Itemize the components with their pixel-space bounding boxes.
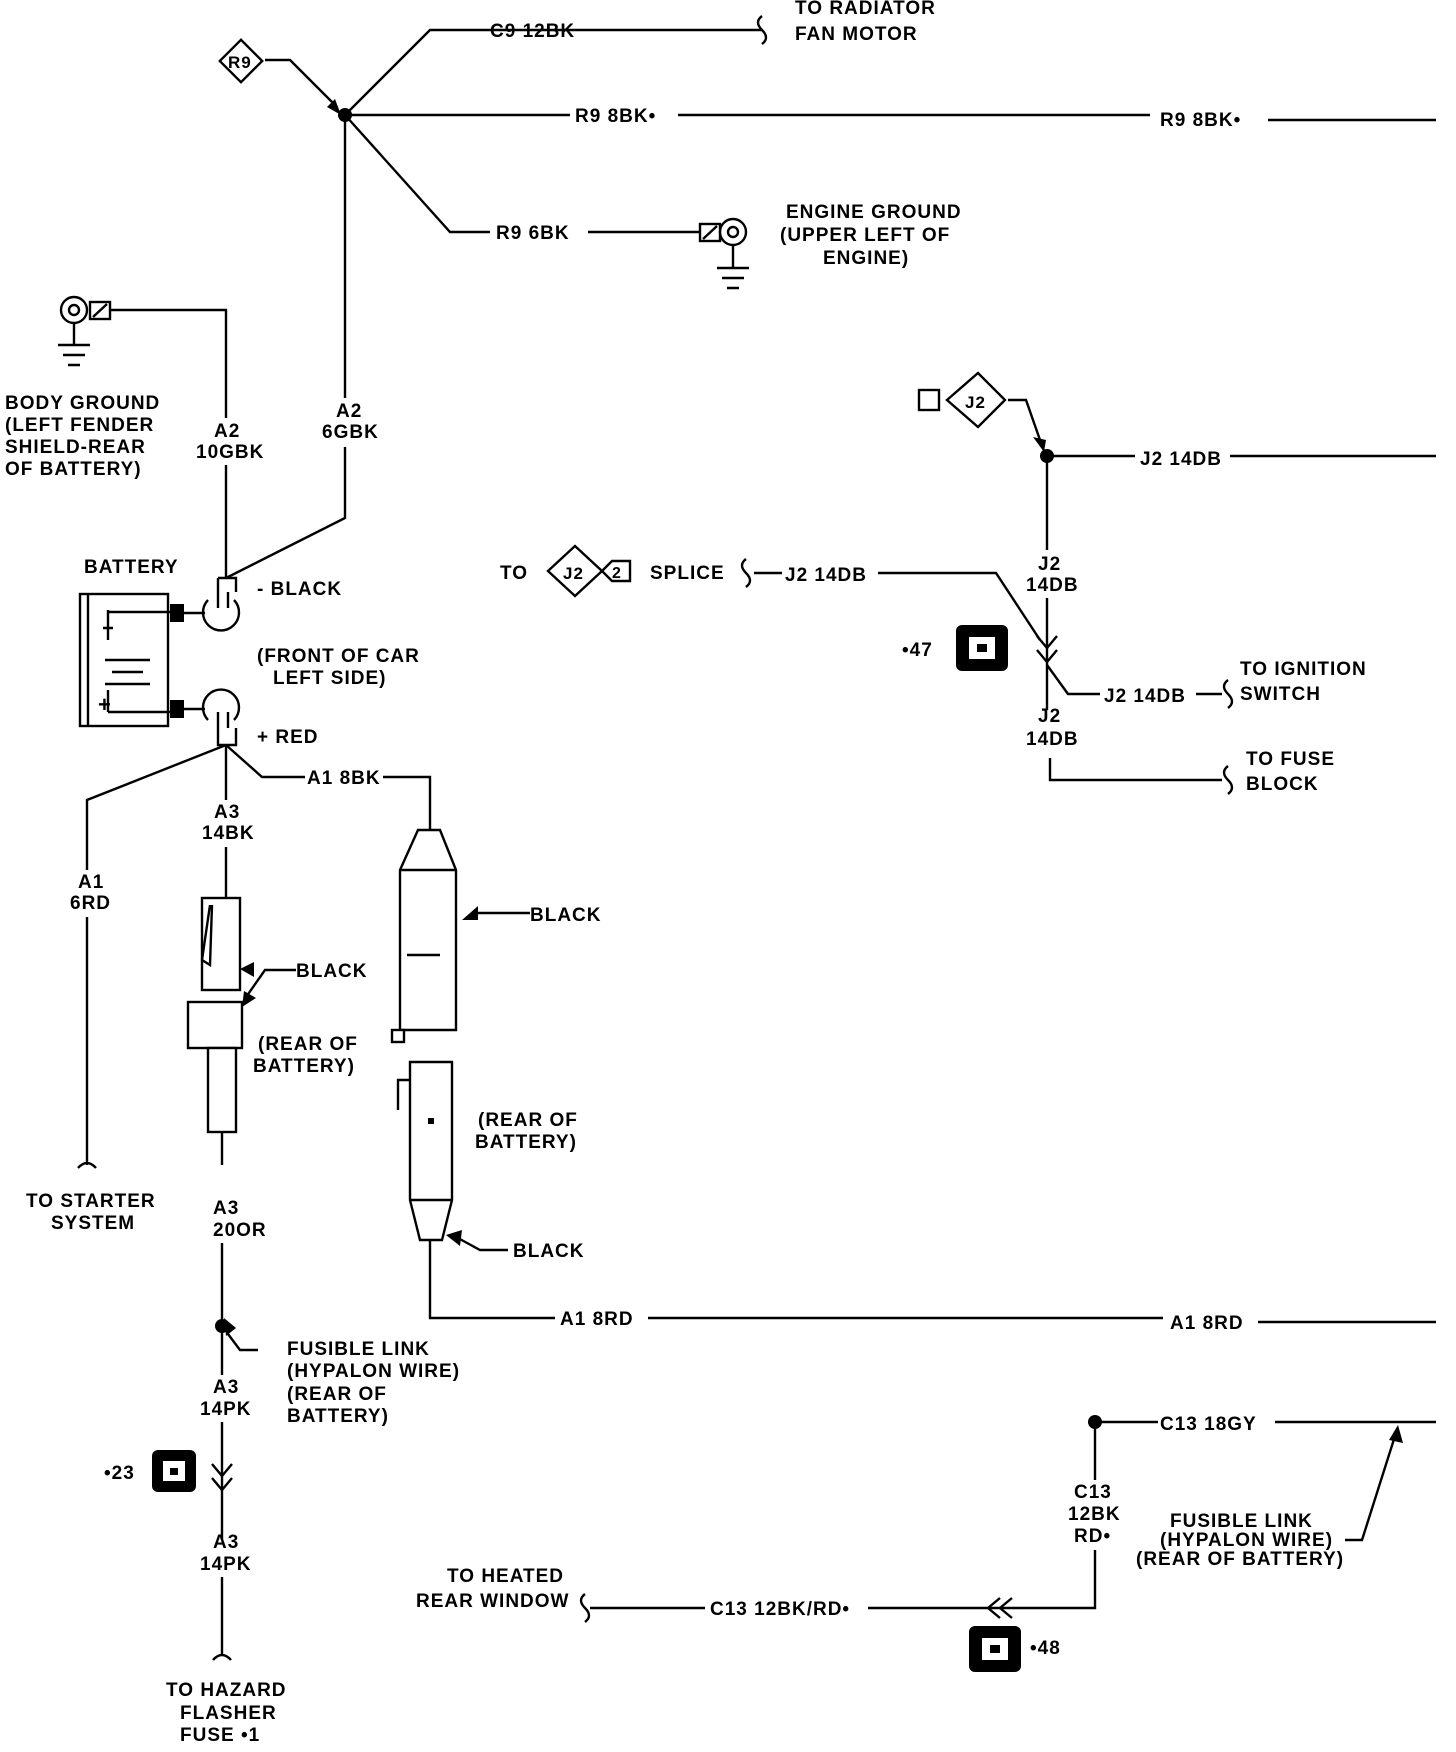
a3-20or-line1: A3 — [213, 1198, 239, 1219]
j2-14db-v2-line2: 14DB — [1026, 729, 1079, 750]
battery-label: BATTERY — [84, 557, 179, 578]
to-ignition-line1: TO IGNITION — [1240, 659, 1367, 680]
to-radiator-line2: FAN MOTOR — [795, 24, 918, 45]
a2-10gbk-line2: 10GBK — [196, 442, 264, 463]
a1-connector-section: BLACK (REAR OF BATTERY) BLACK A1 8RD A1 … — [390, 828, 1436, 1334]
to-ignition-line2: SWITCH — [1240, 684, 1321, 705]
body-ground-line2: (LEFT FENDER — [5, 415, 154, 436]
engine-ground-line3: ENGINE) — [823, 248, 909, 269]
to-splice-to-label: TO — [500, 563, 528, 584]
r9-ground-section: R9 C9 12BK TO RADIATOR FAN MOTOR R9 8BK•… — [218, 0, 1436, 290]
r9-8bk-label-a: R9 8BK• — [575, 106, 656, 127]
to-heated-line2: REAR WINDOW — [416, 1591, 569, 1612]
battery-section: BATTERY + - BLACK (FRONT OF CAR LEFT SID… — [78, 557, 420, 748]
j2-14db-ign-label: J2 14DB — [1104, 686, 1186, 707]
left-wires-section: A1 6RD TO STARTER SYSTEM A3 14BK A1 8BK … — [26, 743, 460, 1746]
j2-14db-v2-line1: J2 — [1038, 706, 1061, 727]
a3-14bk-line2: 14BK — [202, 823, 255, 844]
to-hazard-line2: FLASHER — [180, 1703, 277, 1724]
a1-8bk-label: A1 8BK — [307, 768, 381, 789]
j2-14db-v1-line1: J2 — [1038, 554, 1061, 575]
a3-14bk-line1: A3 — [214, 802, 240, 823]
c13-v-line2: 12BK — [1068, 1504, 1121, 1525]
r9-marker-label: R9 — [228, 53, 252, 72]
front-of-car-line2: LEFT SIDE) — [273, 668, 386, 689]
a2-6gbk-line1: A2 — [336, 401, 362, 422]
rear-battery-right-line2: BATTERY) — [475, 1132, 577, 1153]
to-fuse-block-line2: BLOCK — [1246, 774, 1319, 795]
engine-ground-line2: (UPPER LEFT OF — [780, 225, 950, 246]
a3-20or-line2: 20OR — [213, 1220, 267, 1241]
pos-red-label: + RED — [257, 727, 319, 748]
to-radiator-line1: TO RADIATOR — [795, 0, 936, 19]
j2-top-marker-label: J2 — [965, 393, 986, 412]
fusible-right-line2: (HYPALON WIRE) — [1160, 1530, 1333, 1551]
rear-battery-right-line1: (REAR OF — [478, 1110, 578, 1131]
c13-v-line3: RD• — [1074, 1526, 1111, 1547]
c13-section: C13 18GY C13 12BK RD• C13 12BK/RD• TO HE… — [416, 1414, 1436, 1672]
conn-48-label: •48 — [1030, 1638, 1061, 1659]
a2-6gbk-line2: 6GBK — [322, 422, 379, 443]
c13-v-line1: C13 — [1074, 1482, 1112, 1503]
r9-8bk-label-b: R9 8BK• — [1160, 110, 1241, 131]
a3-14pk-b-line2: 14PK — [200, 1554, 252, 1575]
to-fuse-block-line1: TO FUSE — [1246, 749, 1335, 770]
conn-23-label: •23 — [104, 1463, 135, 1484]
conn-47-label: •47 — [902, 640, 933, 661]
c13-12bkrd-label: C13 12BK/RD• — [710, 1599, 850, 1620]
fusible-left-line4: BATTERY) — [287, 1406, 389, 1427]
c13-18gy-label: C13 18GY — [1160, 1414, 1257, 1435]
j2-splice-marker-label: J2 — [563, 564, 584, 583]
a3-14pk-b-line1: A3 — [213, 1532, 239, 1553]
engine-ground-line1: ENGINE GROUND — [786, 202, 962, 223]
a3-14pk-a-line1: A3 — [213, 1377, 239, 1398]
black-left-label: BLACK — [296, 961, 368, 982]
r9-marker — [218, 38, 264, 84]
j2-14db-splice-label: J2 14DB — [785, 565, 867, 586]
r9-6bk-label: R9 6BK — [496, 223, 570, 244]
a2-10gbk-line1: A2 — [214, 421, 240, 442]
fusible-left-line1: FUSIBLE LINK — [287, 1339, 430, 1360]
black-right-top-label: BLACK — [530, 905, 602, 926]
to-heated-line1: TO HEATED — [447, 1566, 564, 1587]
a3-14pk-a-line2: 14PK — [200, 1399, 252, 1420]
black-right-bottom-label: BLACK — [513, 1241, 585, 1262]
fusible-left-line2: (HYPALON WIRE) — [287, 1361, 460, 1382]
battery-plus: + — [98, 692, 112, 717]
rear-battery-left-line2: BATTERY) — [253, 1056, 355, 1077]
j2-14db-v1-line2: 14DB — [1026, 575, 1079, 596]
c9-wire-label: C9 12BK — [490, 21, 575, 42]
j2-14db-top-label: J2 14DB — [1140, 449, 1222, 470]
fusible-right-line1: FUSIBLE LINK — [1170, 1511, 1313, 1532]
fusible-left-line3: (REAR OF — [287, 1384, 387, 1405]
a1-8rd-label-a: A1 8RD — [560, 1309, 634, 1330]
a1-8rd-label-b: A1 8RD — [1170, 1313, 1244, 1334]
neg-black-label: - BLACK — [257, 579, 342, 600]
front-of-car-line1: (FRONT OF CAR — [257, 646, 420, 667]
body-ground-line1: BODY GROUND — [5, 393, 160, 414]
body-ground-line4: OF BATTERY) — [5, 459, 142, 480]
rear-battery-left-line1: (REAR OF — [258, 1034, 358, 1055]
to-starter-line1: TO STARTER — [26, 1191, 156, 1212]
fusible-right-line3: (REAR OF BATTERY) — [1136, 1549, 1344, 1570]
to-hazard-line1: TO HAZARD — [166, 1680, 287, 1701]
j2-splice-marker-num: 2 — [612, 565, 622, 582]
to-hazard-line3: FUSE •1 — [180, 1725, 260, 1746]
j2-section: TO J2 2 SPLICE J2 14DB J2 J2 14DB J2 14D… — [500, 371, 1436, 795]
a1-6rd-line2: 6RD — [70, 893, 111, 914]
to-starter-line2: SYSTEM — [51, 1213, 135, 1234]
body-ground-line3: SHIELD-REAR — [5, 437, 146, 458]
body-ground-section: BODY GROUND (LEFT FENDER SHIELD-REAR OF … — [5, 115, 379, 580]
a1-6rd-line1: A1 — [78, 872, 104, 893]
splice-label: SPLICE — [650, 563, 725, 584]
